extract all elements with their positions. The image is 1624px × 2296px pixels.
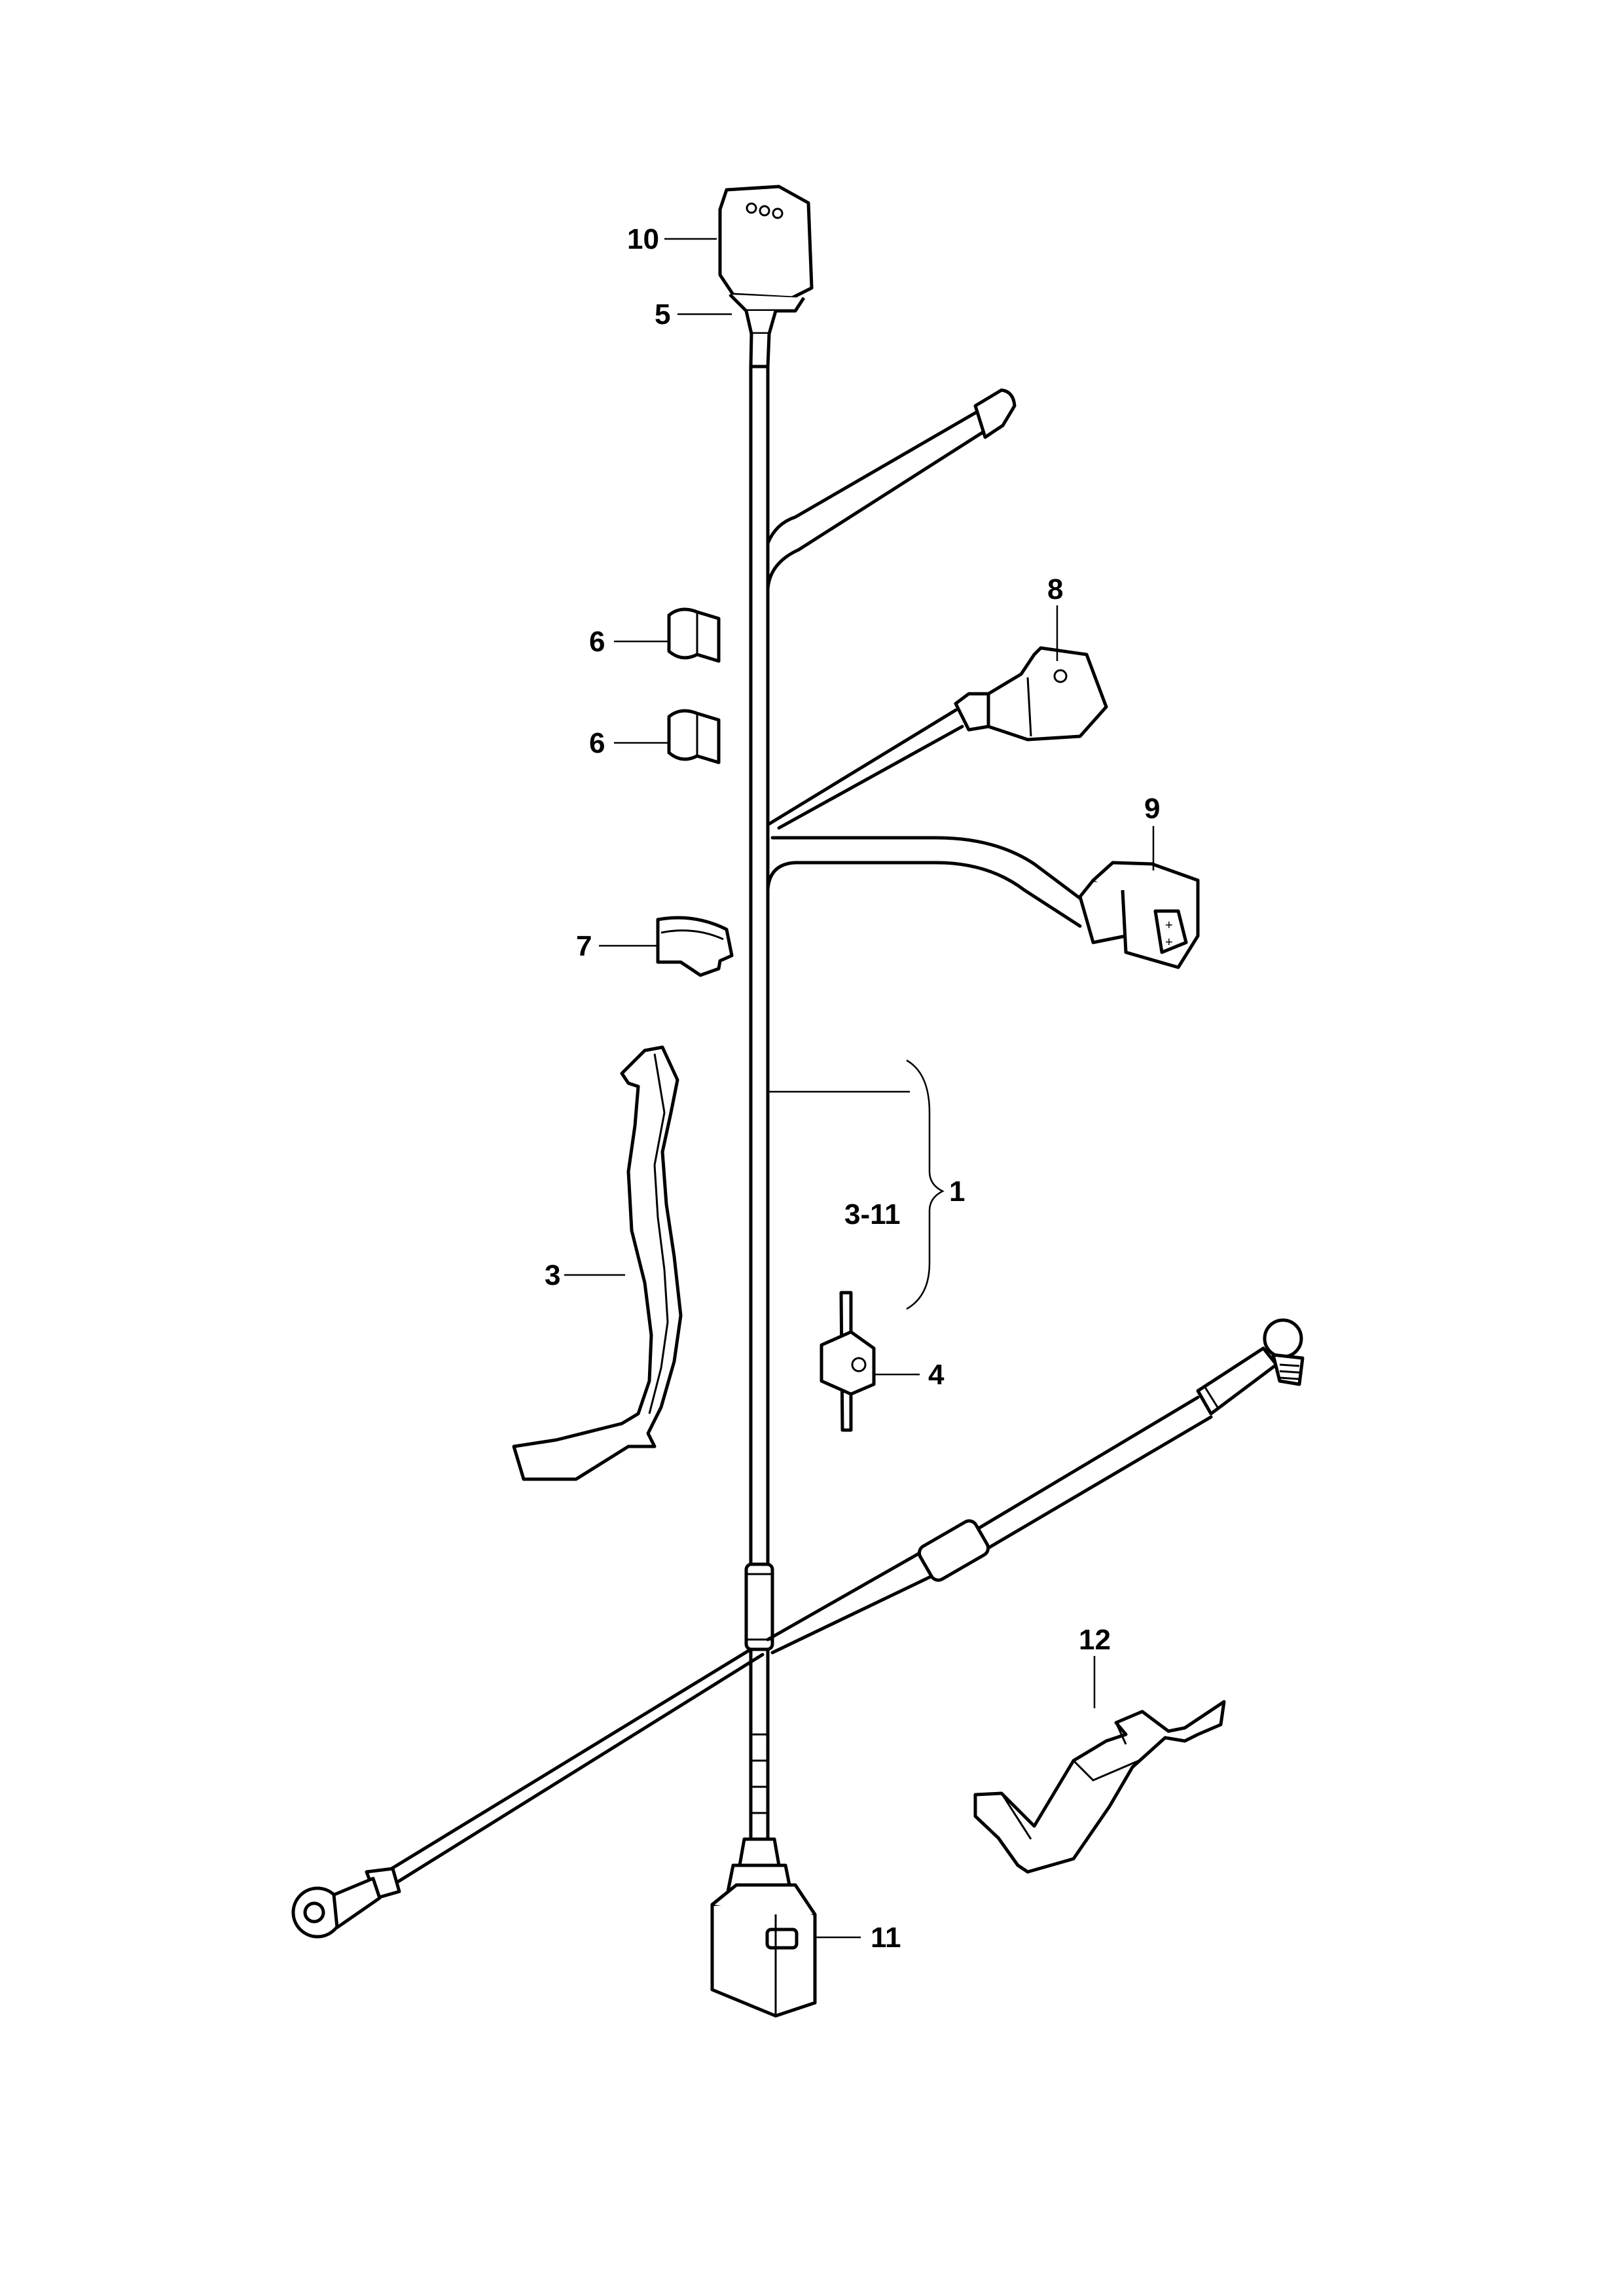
clip-4: [820, 1291, 876, 1432]
callout-labels: 10 5 8 6 6 9 7 1 3-11 3 4 12 11: [545, 223, 1160, 1954]
callout-8: 8: [1047, 573, 1063, 605]
main-trunk-wire: [749, 365, 770, 1841]
upper-branch-wire: [766, 388, 1017, 591]
callout-3: 3: [545, 1259, 560, 1291]
ground-cable-right: [766, 1318, 1305, 1655]
callout-3-11: 3-11: [844, 1198, 901, 1230]
callout-6-lower: 6: [589, 727, 605, 759]
clip-6-upper: [667, 607, 721, 663]
callout-9: 9: [1144, 793, 1160, 825]
branch-to-connector-8: [766, 708, 964, 830]
callout-4: 4: [928, 1359, 945, 1391]
svg-text:+: +: [1165, 918, 1173, 933]
clip-6-lower: [667, 709, 721, 764]
callout-10: 10: [627, 223, 659, 255]
connector-10: [718, 185, 814, 368]
callout-12: 12: [1079, 1624, 1111, 1656]
clip-7: [656, 916, 734, 977]
svg-text:+: +: [1165, 935, 1173, 950]
trunk-sleeve: [744, 1562, 774, 1651]
bracket-3: [512, 1045, 683, 1481]
connector-11: [710, 1733, 817, 2018]
callout-5: 5: [655, 298, 670, 331]
ground-cable-left: [291, 1647, 765, 1939]
callout-1: 1: [949, 1175, 965, 1208]
branch-to-connector-9: [766, 836, 1089, 928]
callout-7: 7: [576, 930, 592, 962]
callout-6-upper: 6: [589, 626, 605, 658]
callout-11: 11: [871, 1922, 901, 1954]
connector-8: [954, 646, 1108, 742]
connector-9: + +: [1078, 861, 1200, 969]
bracket-12: [973, 1700, 1226, 1874]
callout-leaders: [564, 238, 1155, 1939]
